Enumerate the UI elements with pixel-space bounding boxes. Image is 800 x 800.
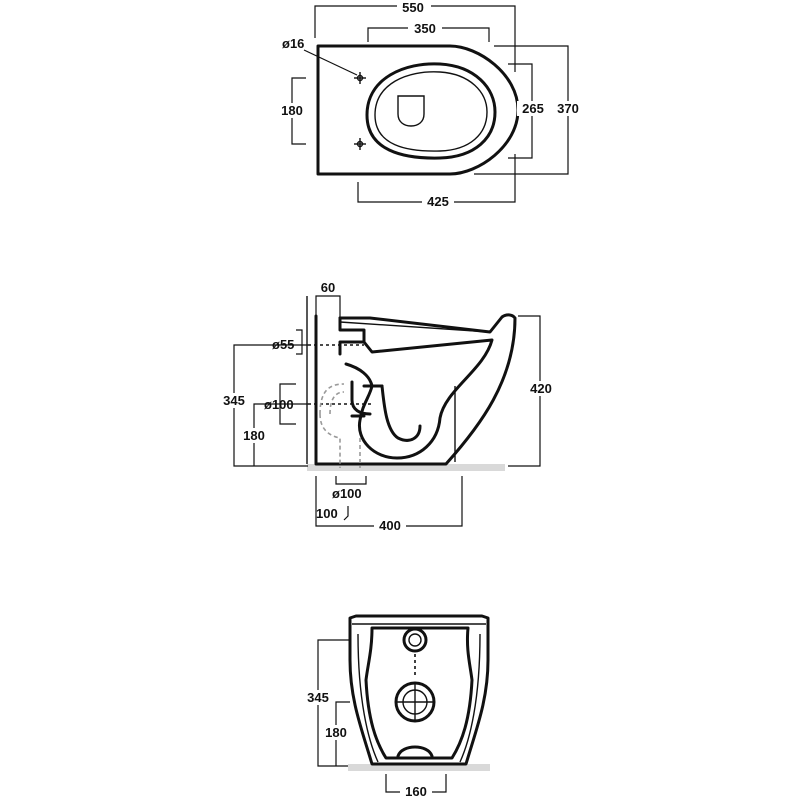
fixing-hole-upper — [354, 72, 366, 84]
top-view: 550 350 ø16 180 265 370 425 — [277, 0, 584, 209]
top-view-drain-outlet — [397, 95, 425, 127]
dim-label-400: 400 — [379, 518, 401, 533]
top-view-bowl-rim — [365, 62, 497, 160]
dim-line-550 — [314, 5, 516, 72]
dim-label-60: 60 — [321, 280, 335, 295]
dim-line-o100-floor — [335, 476, 367, 485]
rear-view-left-profile — [357, 633, 379, 763]
dim-line-100 — [343, 506, 349, 521]
side-view-body-outline — [314, 313, 517, 466]
top-view-bowl-inner — [374, 71, 488, 152]
dim-label-425: 425 — [427, 194, 449, 209]
dim-label-345-rear: 345 — [307, 690, 329, 705]
dim-line-o55 — [296, 329, 303, 355]
rear-view-water-inlet — [402, 627, 428, 653]
dim-label-550: 550 — [402, 0, 424, 15]
dim-label-100: 100 — [316, 506, 338, 521]
side-view: 60 ø55 345 ø100 180 420 ø100 100 400 — [218, 280, 557, 533]
dim-label-345-side: 345 — [223, 393, 245, 408]
rear-view-floor — [348, 764, 490, 771]
rear-view-base-arch — [396, 745, 434, 758]
fixing-hole-lower — [354, 138, 366, 150]
side-view-floor-outlet-bend — [319, 383, 361, 468]
rear-view-right-profile — [459, 633, 481, 763]
dim-label-o100-floor: ø100 — [332, 486, 362, 501]
side-view-bowl-trap — [344, 338, 494, 460]
dim-label-265: 265 — [522, 101, 544, 116]
dim-label-370: 370 — [557, 101, 579, 116]
rear-view-outlet — [394, 681, 436, 723]
side-view-trap-inner — [380, 384, 422, 442]
dim-label-420: 420 — [530, 381, 552, 396]
side-view-floor — [307, 464, 505, 471]
side-view-inlet-block — [338, 316, 366, 356]
dim-label-180-rear: 180 — [325, 725, 347, 740]
dim-label-350: 350 — [414, 21, 436, 36]
dim-leader-o16 — [303, 49, 358, 76]
rear-view: 345 180 160 — [302, 614, 490, 799]
dim-line-60 — [315, 295, 341, 318]
side-view-trap-core — [350, 380, 384, 418]
rear-view-inner-panel — [364, 626, 474, 760]
dim-label-160: 160 — [405, 784, 427, 799]
dim-line-180-side — [253, 403, 308, 466]
dim-label-180-top: 180 — [281, 103, 303, 118]
dim-label-180-side: 180 — [243, 428, 265, 443]
side-view-rim — [339, 321, 491, 333]
dim-line-180-rear — [335, 701, 350, 766]
rear-view-outline — [348, 614, 490, 766]
dim-label-o16: ø16 — [282, 36, 304, 51]
